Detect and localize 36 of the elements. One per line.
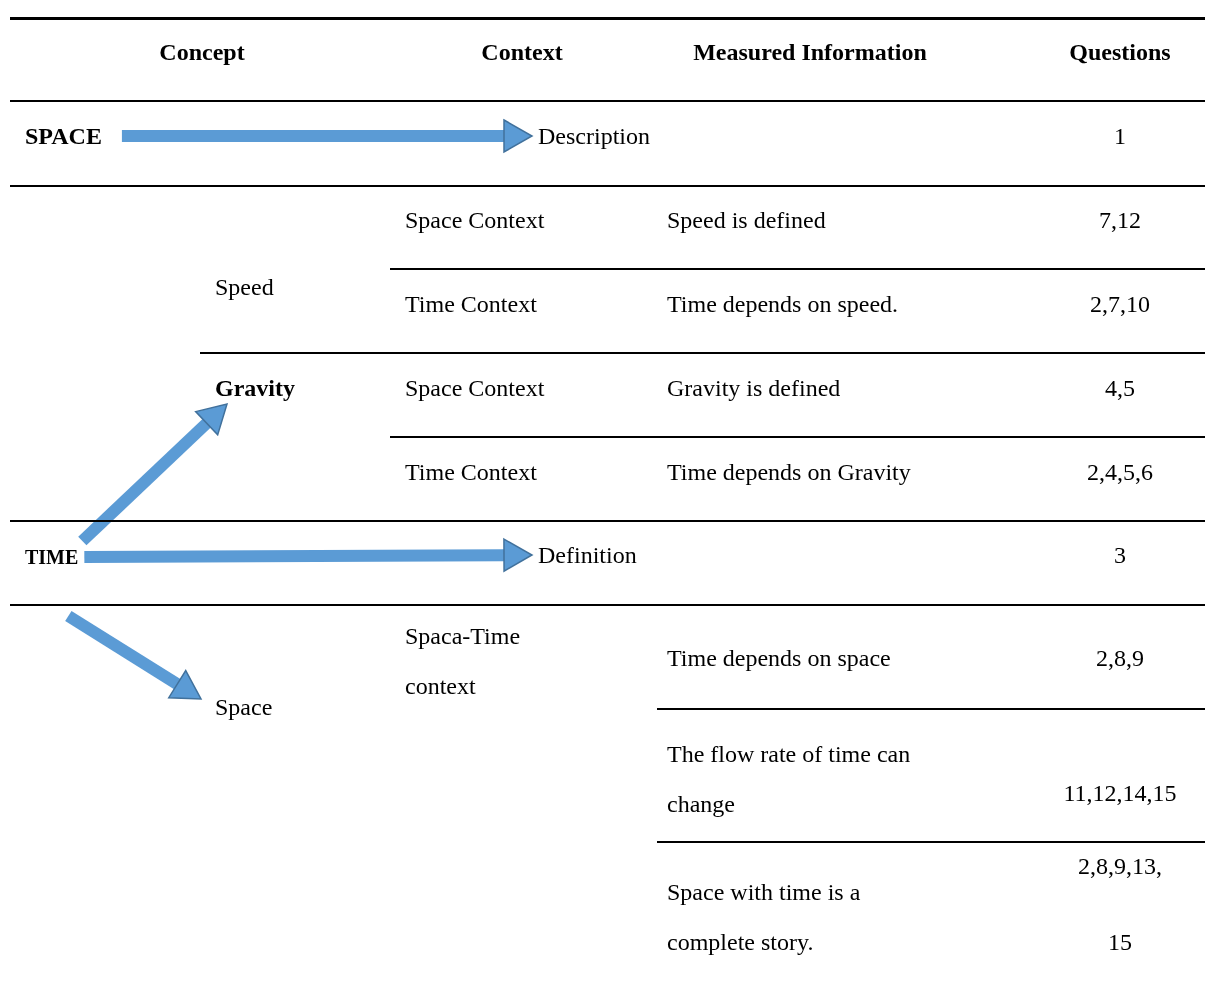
column-header: Concept xyxy=(158,38,246,66)
column-header: Questions xyxy=(1068,38,1172,66)
table-text: 2,4,5,6 xyxy=(1086,458,1154,486)
block-arrow xyxy=(84,538,533,572)
block-arrow xyxy=(121,119,533,153)
table-text: 3 xyxy=(1113,541,1127,569)
table-text: Speed is defined xyxy=(667,206,826,234)
table-text: The flow rate of time can change xyxy=(667,740,912,819)
row-label: Description xyxy=(538,122,650,150)
table-text: Speed xyxy=(215,273,274,301)
table-text: 7,12 xyxy=(1098,206,1142,234)
concept-label: SPACE xyxy=(25,122,102,150)
table-text: Space Context xyxy=(405,206,545,234)
table-text: Gravity is defined xyxy=(667,374,841,402)
table-text: 11,12,14,15 xyxy=(1062,779,1178,807)
row-label: Definition xyxy=(538,541,637,569)
table-text: Space Context xyxy=(405,374,545,402)
table-text: 2,8,9 xyxy=(1095,644,1145,672)
concept-label: TIME xyxy=(25,543,79,571)
column-header: Context xyxy=(480,38,564,66)
table-text: Spaca-Time context xyxy=(405,622,522,701)
table-text: 2,8,9,13, 15 xyxy=(1077,852,1163,957)
table-text: Space with time is a complete story. xyxy=(667,878,862,957)
table-text: 4,5 xyxy=(1104,374,1136,402)
table-text: Time depends on space xyxy=(667,644,891,672)
column-header: Measured Information xyxy=(692,38,928,66)
table-text: Time Context xyxy=(405,290,537,318)
concept-label: Gravity xyxy=(215,374,295,402)
table-text: Time depends on Gravity xyxy=(667,458,911,486)
table-text: 2,7,10 xyxy=(1089,290,1151,318)
table-text: Time depends on speed. xyxy=(667,290,899,318)
table-text: 1 xyxy=(1113,122,1127,150)
block-arrow xyxy=(78,403,228,546)
row-label: Space xyxy=(215,693,273,721)
block-arrow xyxy=(65,610,202,700)
table-text: Time Context xyxy=(405,458,537,486)
